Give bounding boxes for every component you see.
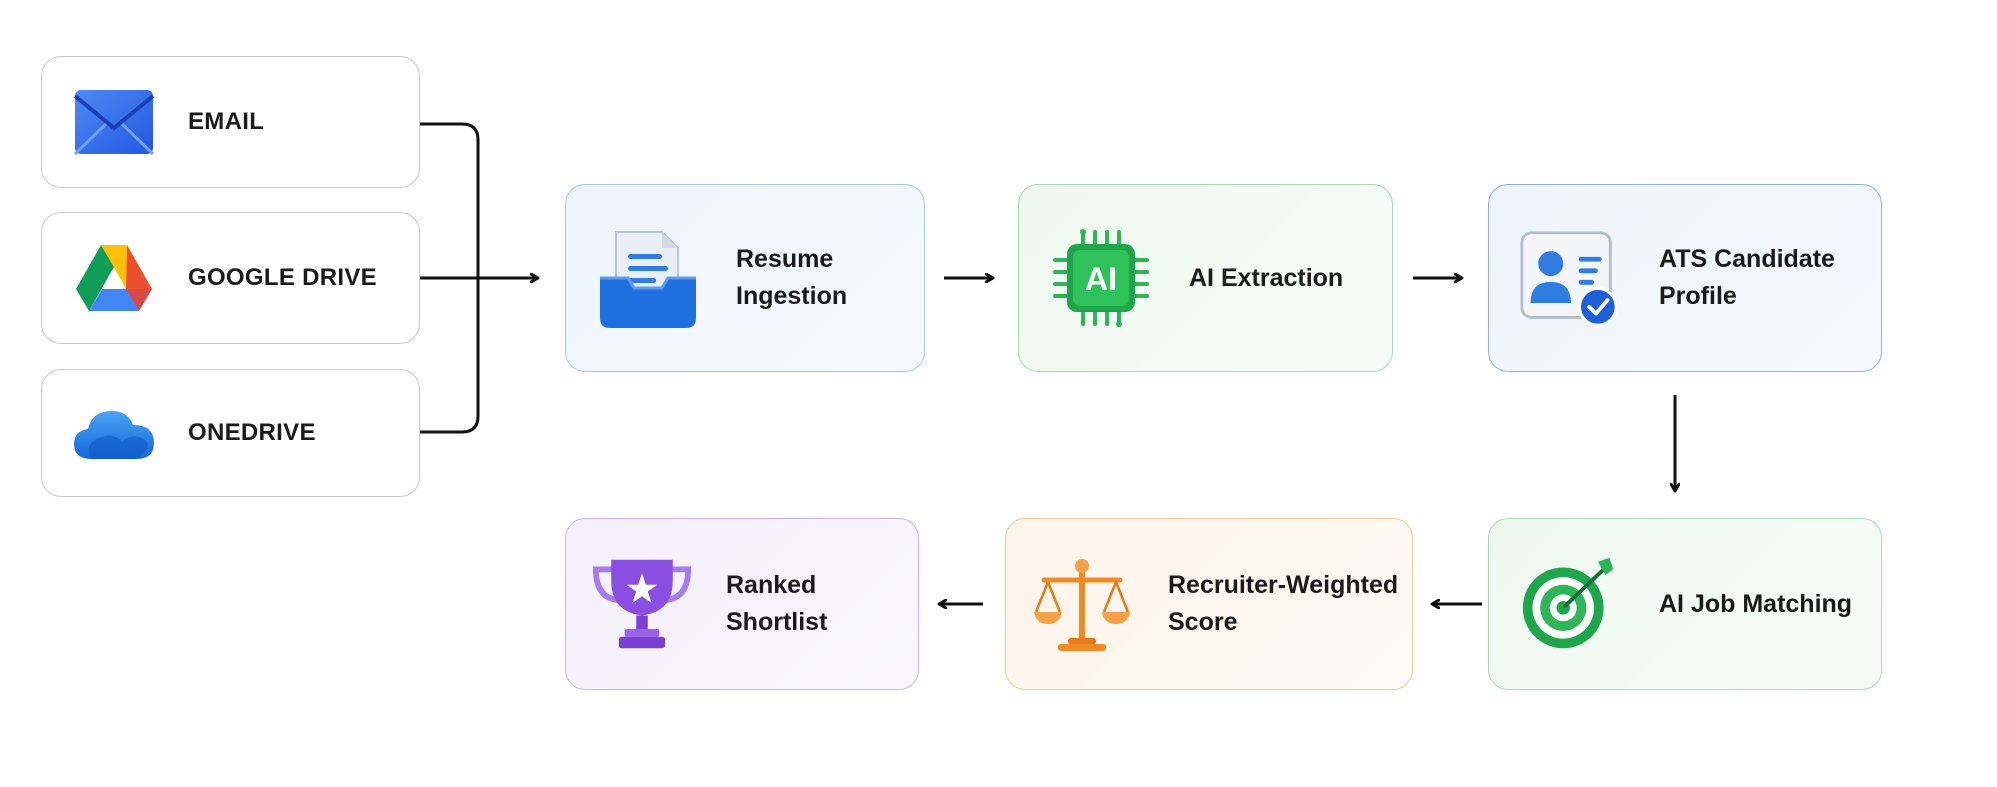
step-label-line1: AI Extraction [1189,263,1344,292]
ai-chip-text: AI [1085,261,1117,297]
step-ats-candidate-profile: ATS Candidate Profile [1488,184,1882,372]
target-icon [1519,554,1619,654]
source-label: EMAIL [188,108,265,135]
step-label-line1: Recruiter-Weighted [1168,571,1399,599]
step-recruiter-weighted-score: Recruiter-Weighted Score [1005,518,1413,690]
step-label-line2: Shortlist [726,608,828,636]
step-ranked-shortlist: Ranked Shortlist [565,518,919,690]
trophy-icon [592,554,692,654]
step-label-line1: Ranked [726,571,817,599]
step-label-line2: Ingestion [736,282,848,310]
ai-chip-icon: AI [1051,228,1151,328]
step-label-line1: AI Job Matching [1659,589,1853,618]
step-label-line2: Profile [1659,282,1737,310]
source-label: GOOGLE DRIVE [188,264,377,291]
source-onedrive: ONEDRIVE [41,369,420,497]
step-label-line1: ATS Candidate [1659,245,1835,273]
step-ai-job-matching: AI Job Matching [1488,518,1882,690]
onedrive-cloud-icon [72,391,156,475]
envelope-icon [72,80,156,164]
step-label-line2: Score [1168,608,1238,636]
step-label-line1: Resume [736,245,834,273]
source-label: ONEDRIVE [188,419,316,446]
document-tray-icon [598,228,698,328]
candidate-profile-icon [1519,228,1619,328]
step-resume-ingestion: Resume Ingestion [565,184,925,372]
source-email: EMAIL [41,56,420,188]
google-drive-icon [72,236,156,320]
scales-icon [1032,554,1132,654]
source-google-drive: GOOGLE DRIVE [41,212,420,344]
step-ai-extraction: AI AI Extraction [1018,184,1393,372]
